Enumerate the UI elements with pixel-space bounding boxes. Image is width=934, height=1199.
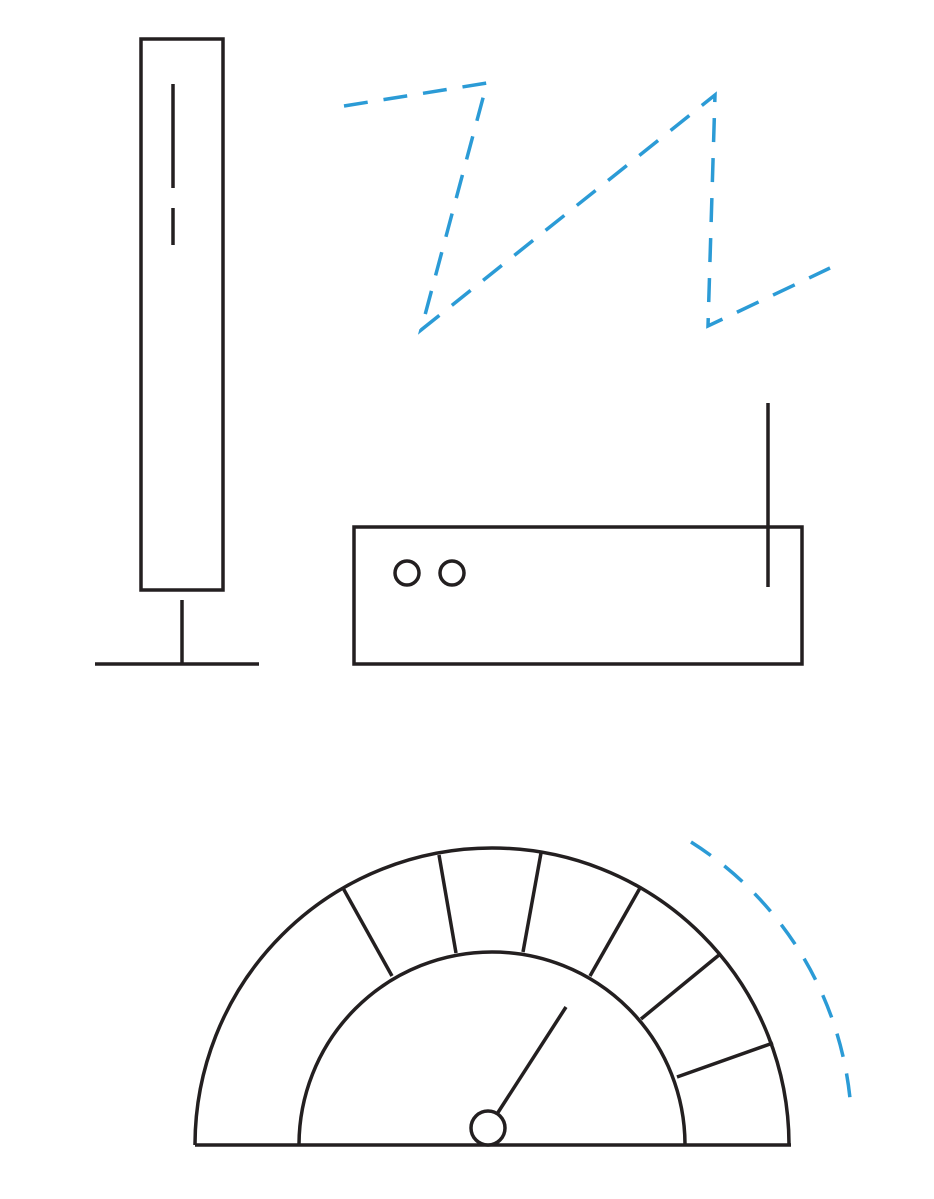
gauge-divider [639,953,721,1021]
gauge-divider [437,854,458,954]
router-body [352,525,804,666]
gauge-outer-arc [193,846,791,1146]
wireless-signal-icon [343,80,831,335]
gauge-divider [341,887,394,977]
speedometer-icon [193,846,791,1147]
gauge-divider [521,852,543,953]
router-device [352,403,804,666]
gauge-inner-arc [297,950,687,1146]
speed-wave-icon [690,840,853,1111]
tower-body [139,37,225,592]
gauge-divider [588,887,642,977]
router-led-1 [393,559,421,587]
router-led-2 [438,559,466,587]
gauge-needle-hub [469,1109,507,1147]
gauge-needle [495,1006,568,1115]
tower-device [95,37,259,666]
gauge-divider [676,1041,774,1079]
gauge-segment-dividers [341,852,774,1079]
